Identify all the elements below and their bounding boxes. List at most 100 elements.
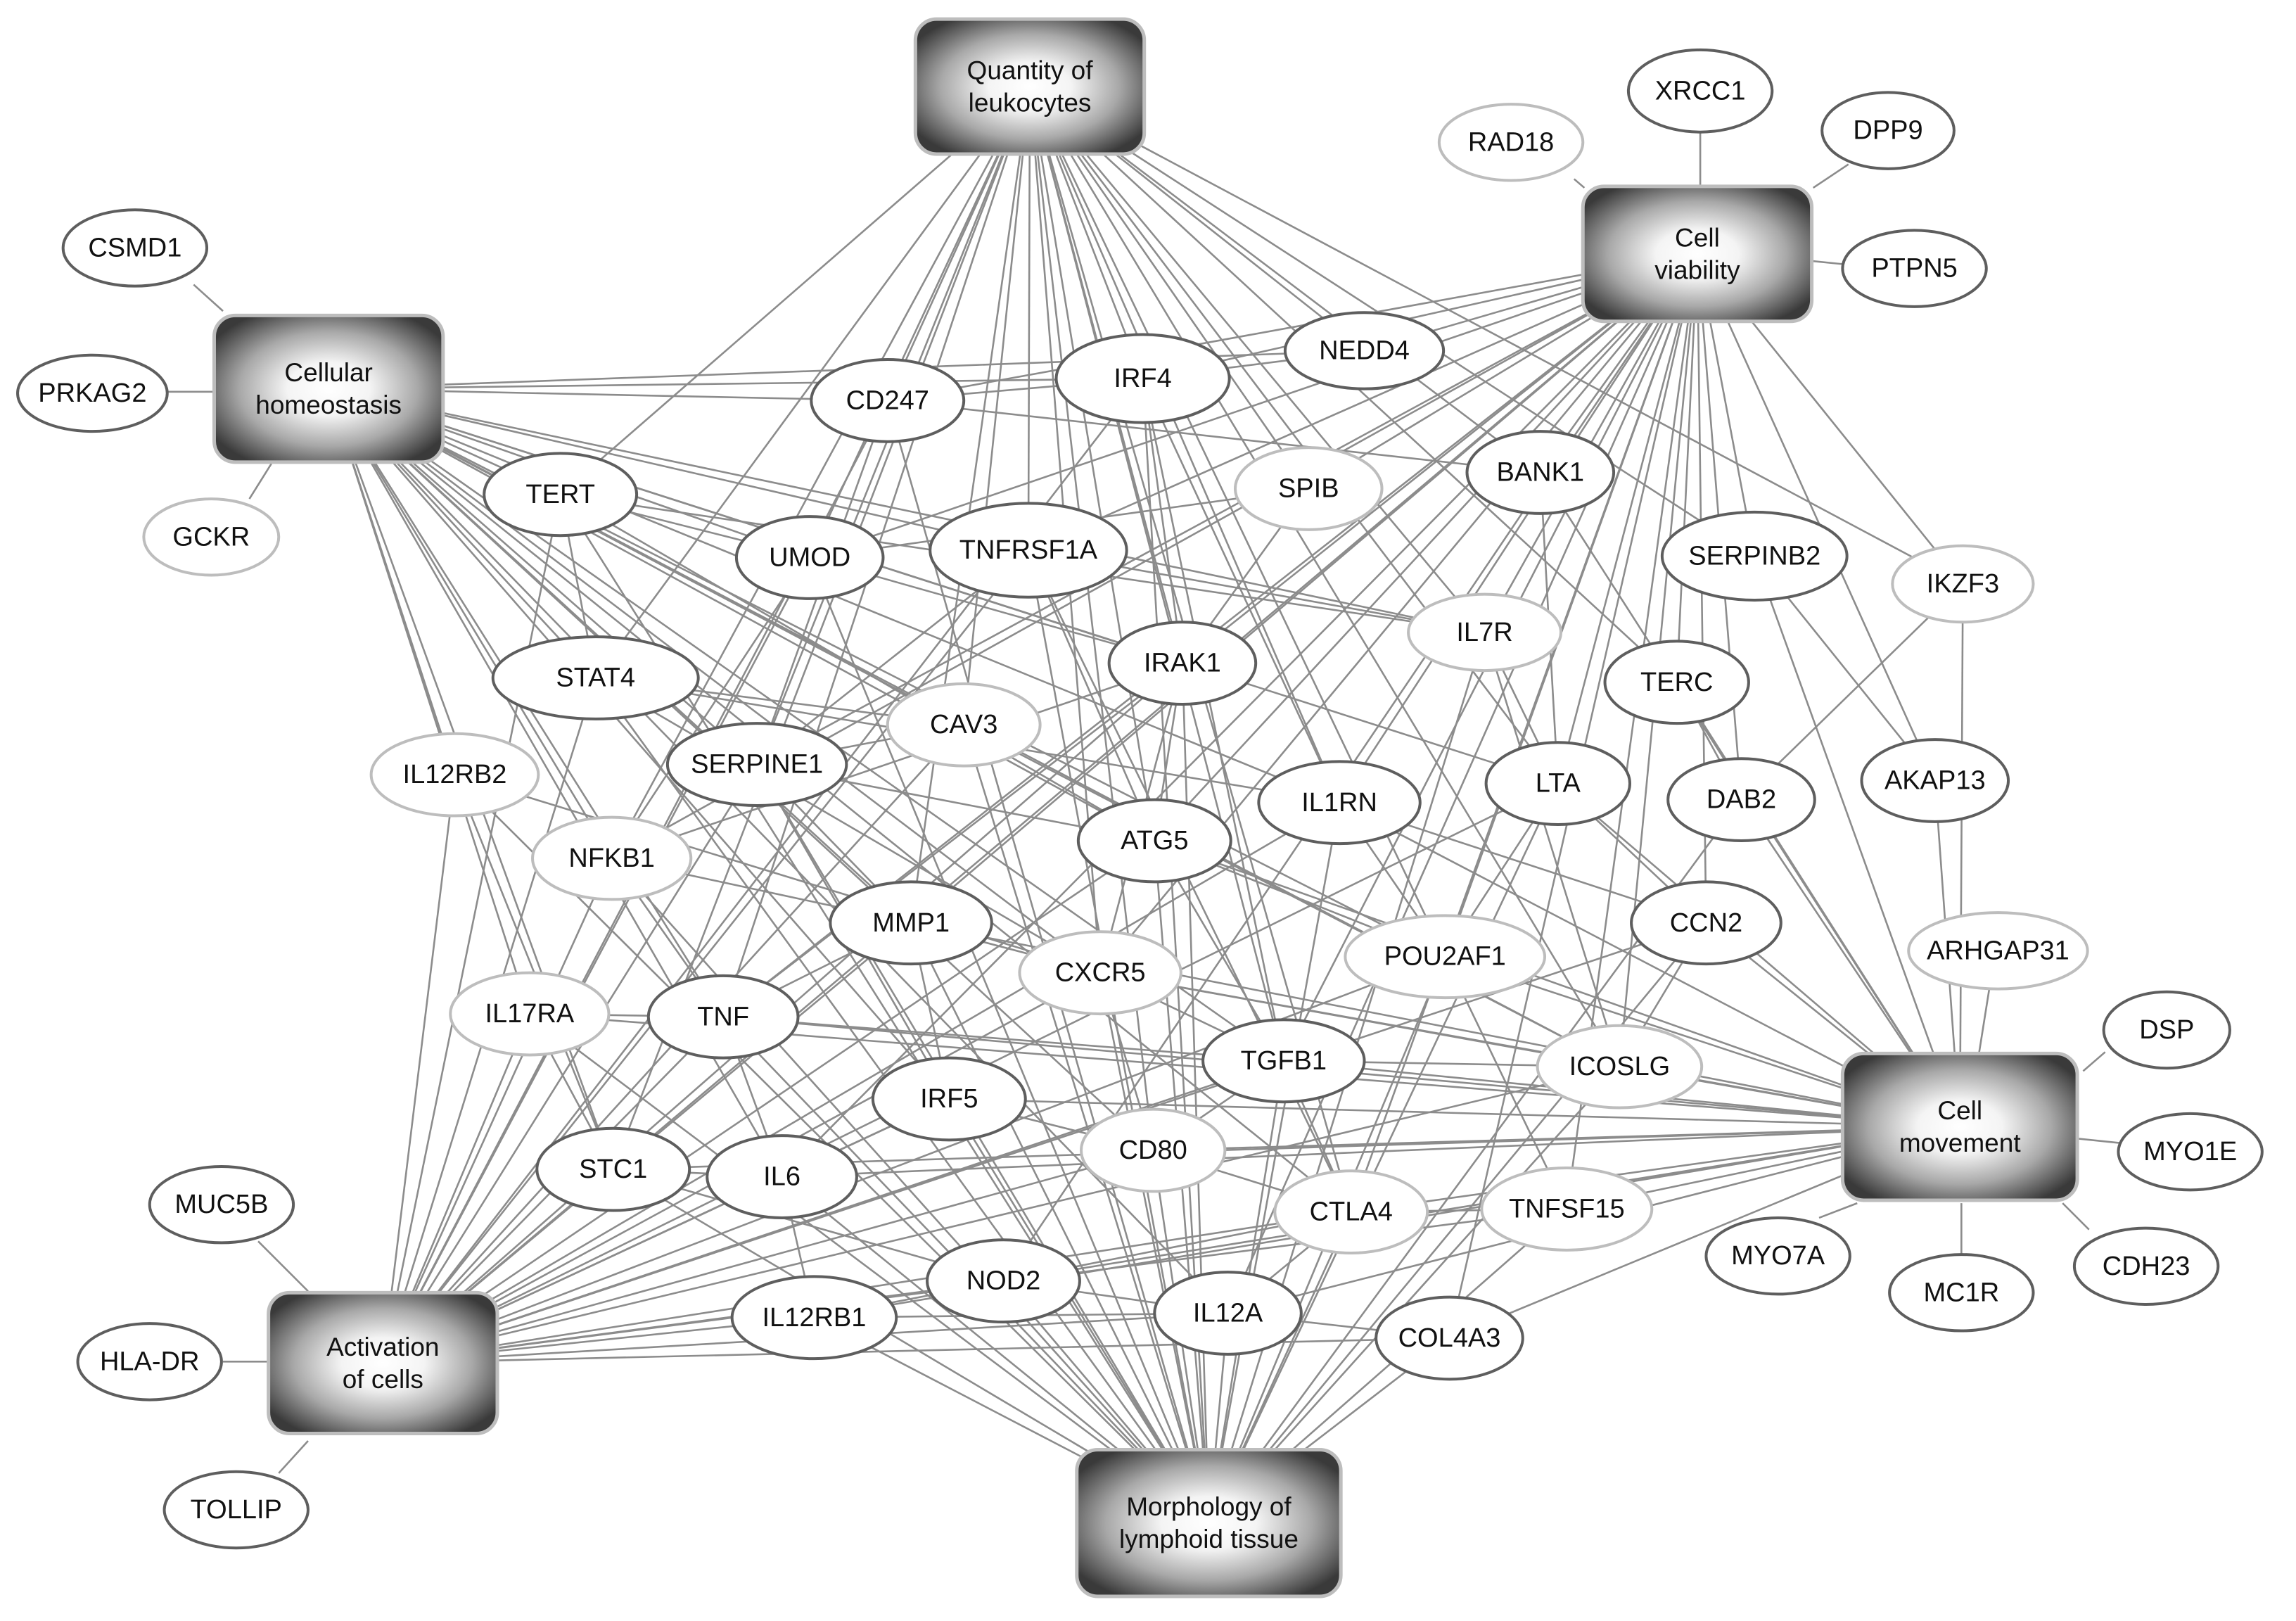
gene-label: SERPINE1 (691, 750, 823, 780)
edge-homeo-csmd1 (193, 284, 224, 312)
gene-node-tnfrsf1a[interactable]: TNFRSF1A (929, 502, 1128, 599)
edge-irak1-tnf (722, 662, 1183, 1018)
gene-node-umod[interactable]: UMOD (734, 515, 885, 600)
gene-node-il6[interactable]: IL6 (706, 1134, 858, 1219)
gene-node-xrcc1[interactable]: XRCC1 (1626, 48, 1774, 134)
gene-node-irf5[interactable]: IRF5 (871, 1056, 1027, 1142)
gene-node-prkag2[interactable]: PRKAG2 (16, 353, 169, 433)
gene-node-myo1e[interactable]: MYO1E (2117, 1112, 2264, 1192)
gene-ellipse (810, 357, 966, 443)
gene-node-pou2af1[interactable]: POU2AF1 (1344, 914, 1547, 1000)
hub-label-line: movement (1899, 1129, 2021, 1157)
gene-node-spib[interactable]: SPIB (1233, 446, 1384, 531)
edge-pou2af1-tnfsf15 (1444, 956, 1568, 1210)
gene-node-nfkb1[interactable]: NFKB1 (531, 815, 693, 901)
gene-node-terc[interactable]: TERC (1603, 640, 1750, 725)
edge-morph-cxcr5 (1099, 972, 1210, 1524)
edge-homeo-ctla4 (328, 388, 1352, 1213)
hub-label-line: Morphology of (1126, 1492, 1292, 1521)
gene-node-il1rn[interactable]: IL1RN (1257, 760, 1422, 846)
gene-node-ikzf3[interactable]: IKZF3 (1891, 544, 2035, 624)
gene-node-tnfsf15[interactable]: TNFSF15 (1480, 1167, 1654, 1252)
gene-node-akap13[interactable]: AKAP13 (1860, 738, 2010, 823)
gene-node-irak1[interactable]: IRAK1 (1107, 621, 1258, 706)
gene-label: IL7R (1456, 618, 1512, 647)
gene-node-ptpn5[interactable]: PTPN5 (1841, 229, 1988, 308)
gene-node-stc1[interactable]: STC1 (535, 1126, 691, 1212)
gene-label: IRF4 (1114, 364, 1171, 393)
gene-node-dab2[interactable]: DAB2 (1666, 757, 1816, 842)
gene-node-hla-dr[interactable]: HLA-DR (76, 1322, 223, 1401)
edge-activ-il12rb2 (382, 774, 456, 1363)
gene-node-csmd1[interactable]: CSMD1 (61, 208, 209, 288)
gene-label: CDH23 (2103, 1252, 2190, 1281)
gene-ellipse (1080, 1107, 1227, 1193)
edge-viab-rad18 (1573, 178, 1586, 189)
gene-ellipse (1860, 738, 2010, 823)
gene-node-serpinb2[interactable]: SERPINB2 (1660, 510, 1849, 602)
hub-box (267, 1290, 499, 1436)
gene-node-il17ra[interactable]: IL17RA (449, 971, 611, 1057)
gene-ellipse (1018, 930, 1182, 1016)
edge-leuk-il7r (1029, 86, 1486, 633)
gene-ellipse (369, 732, 540, 818)
gene-node-col4a3[interactable]: COL4A3 (1375, 1295, 1524, 1381)
gene-node-mc1r[interactable]: MC1R (1888, 1253, 2035, 1333)
gene-node-tnf[interactable]: TNF (646, 974, 800, 1060)
gene-ellipse (1841, 229, 1988, 308)
gene-node-lta[interactable]: LTA (1484, 741, 1631, 827)
gene-node-nedd4[interactable]: NEDD4 (1283, 311, 1446, 390)
gene-ellipse (734, 515, 885, 600)
gene-node-ccn2[interactable]: CCN2 (1630, 880, 1782, 966)
gene-ellipse (1603, 640, 1750, 725)
gene-node-il12rb1[interactable]: IL12RB1 (730, 1275, 898, 1361)
gene-node-dsp[interactable]: DSP (2102, 990, 2231, 1070)
gene-ellipse (1283, 311, 1446, 390)
gene-node-tert[interactable]: TERT (483, 452, 639, 538)
gene-node-bank1[interactable]: BANK1 (1465, 430, 1616, 515)
gene-node-cd247[interactable]: CD247 (810, 357, 966, 443)
gene-node-cd80[interactable]: CD80 (1080, 1107, 1227, 1193)
edge-umod-nfkb1 (611, 557, 811, 859)
gene-node-stat4[interactable]: STAT4 (491, 635, 700, 720)
edge-move-cdh23 (2062, 1202, 2090, 1231)
gene-node-cxcr5[interactable]: CXCR5 (1018, 930, 1182, 1016)
gene-node-muc5b[interactable]: MUC5B (148, 1164, 295, 1245)
gene-node-cav3[interactable]: CAV3 (886, 682, 1042, 768)
edge-activ-tert (382, 494, 561, 1363)
gene-node-tgfb1[interactable]: TGFB1 (1201, 1018, 1366, 1104)
gene-node-serpine1[interactable]: SERPINE1 (665, 722, 848, 807)
gene-label: PRKAG2 (38, 379, 146, 408)
gene-node-tollip[interactable]: TOLLIP (162, 1470, 310, 1550)
edge-viab-terc (1676, 253, 1699, 682)
edge-viab-il6 (781, 253, 1698, 1178)
gene-node-icoslg[interactable]: ICOSLG (1536, 1024, 1704, 1110)
gene-node-il12a[interactable]: IL12A (1153, 1271, 1303, 1356)
gene-node-mmp1[interactable]: MMP1 (829, 880, 993, 966)
gene-node-arhgap31[interactable]: ARHGAP31 (1907, 911, 2089, 991)
gene-node-cdh23[interactable]: CDH23 (2072, 1226, 2220, 1307)
gene-node-nod2[interactable]: NOD2 (926, 1238, 1081, 1324)
gene-node-myo7a[interactable]: MYO7A (1704, 1216, 1851, 1296)
gene-node-gckr[interactable]: GCKR (142, 497, 281, 577)
gene-node-il12rb2[interactable]: IL12RB2 (369, 732, 540, 818)
edge-viab-lta (1557, 253, 1699, 784)
edge-homeo-tnfrsf1a (328, 388, 1029, 552)
gene-ellipse (706, 1134, 858, 1219)
gene-ellipse (1153, 1271, 1303, 1356)
gene-ellipse (1257, 760, 1422, 846)
gene-label: POU2AF1 (1384, 942, 1506, 972)
gene-node-rad18[interactable]: RAD18 (1437, 103, 1585, 182)
gene-node-dpp9[interactable]: DPP9 (1820, 91, 1956, 170)
gene-node-il7r[interactable]: IL7R (1407, 592, 1562, 673)
gene-node-irf4[interactable]: IRF4 (1054, 333, 1231, 424)
gene-node-atg5[interactable]: ATG5 (1076, 798, 1232, 884)
gene-label: CXCR5 (1055, 958, 1146, 988)
gene-node-ctla4[interactable]: CTLA4 (1273, 1169, 1429, 1255)
